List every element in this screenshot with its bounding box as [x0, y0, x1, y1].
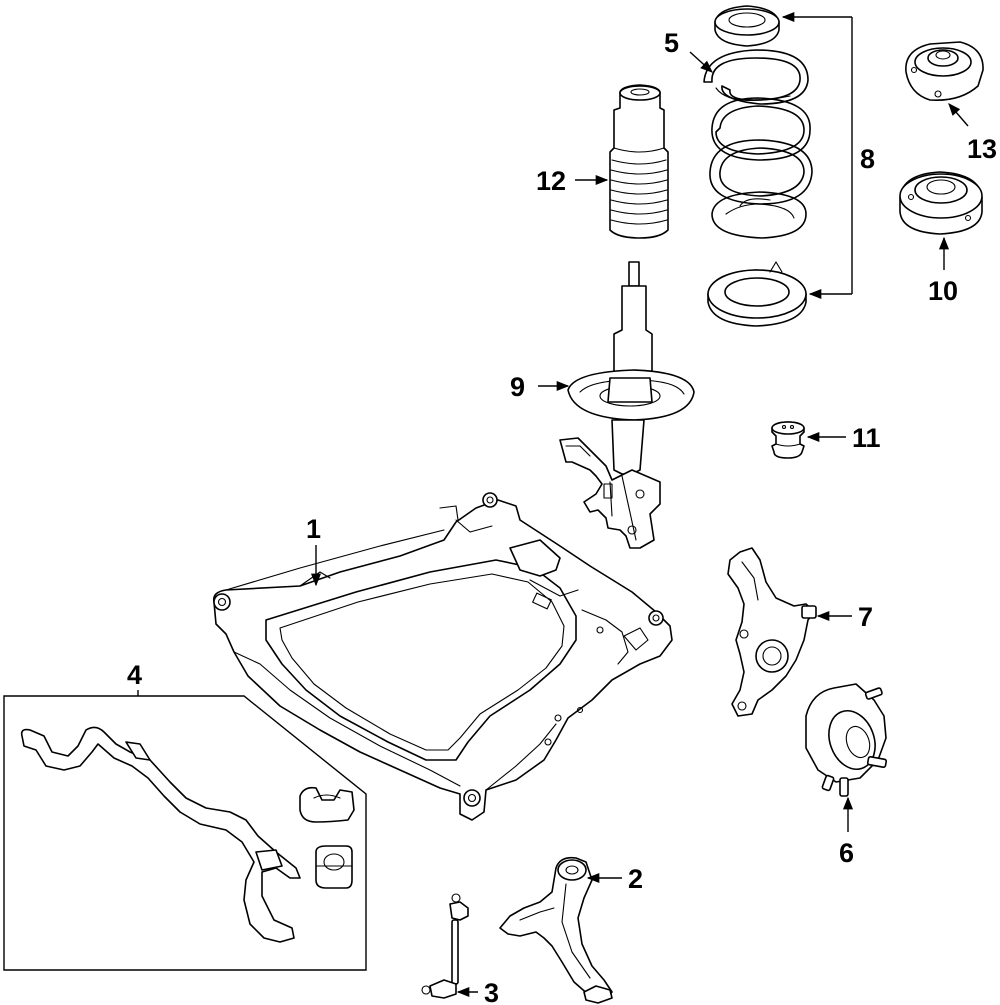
callout-13: 13 [948, 103, 997, 164]
bump-stop-part-11 [771, 421, 805, 459]
upper-mount-part-13 [905, 41, 984, 102]
callout-8-bracket: 8 [781, 11, 875, 300]
callout-11-label: 11 [852, 423, 881, 453]
callout-11: 11 [806, 423, 881, 453]
callout-4-label: 4 [127, 660, 142, 690]
callout-9-label: 9 [510, 372, 525, 402]
callout-8-label: 8 [860, 144, 875, 174]
subframe-part-1 [212, 492, 673, 821]
callout-7-label: 7 [858, 602, 873, 632]
callout-3-label: 3 [484, 978, 499, 1005]
callout-5-label: 5 [664, 28, 679, 58]
coil-spring-part-5 [703, 49, 813, 239]
callout-9: 9 [510, 372, 570, 402]
spring-insulator-top [714, 5, 780, 47]
callout-7: 7 [816, 602, 873, 632]
lower-spring-seat [707, 261, 807, 327]
callout-13-label: 13 [967, 134, 997, 164]
dust-boot-part-12 [609, 84, 669, 239]
strut-assembly-part-9 [559, 261, 695, 549]
callout-10-label: 10 [928, 276, 958, 306]
stabilizer-link-part-3 [421, 893, 469, 999]
callout-5: 5 [664, 28, 713, 73]
steering-knuckle-part-7 [727, 547, 817, 717]
callout-12: 12 [536, 166, 609, 196]
callout-2-label: 2 [628, 864, 643, 894]
callout-1-label: 1 [306, 514, 321, 544]
callout-10: 10 [928, 236, 958, 306]
callout-12-label: 12 [536, 166, 566, 196]
callout-3: 3 [456, 978, 499, 1005]
bearing-part-10 [899, 171, 983, 235]
callout-4: 4 [127, 660, 142, 690]
callout-6: 6 [839, 796, 854, 868]
wheel-hub-part-6 [805, 683, 888, 797]
callout-1: 1 [306, 514, 322, 587]
stabilizer-bar-kit-part-4 [3, 690, 367, 971]
callout-2: 2 [586, 864, 643, 894]
callout-6-label: 6 [839, 838, 854, 868]
kit-box [3, 695, 367, 971]
lower-control-arm-part-2 [499, 856, 613, 1004]
